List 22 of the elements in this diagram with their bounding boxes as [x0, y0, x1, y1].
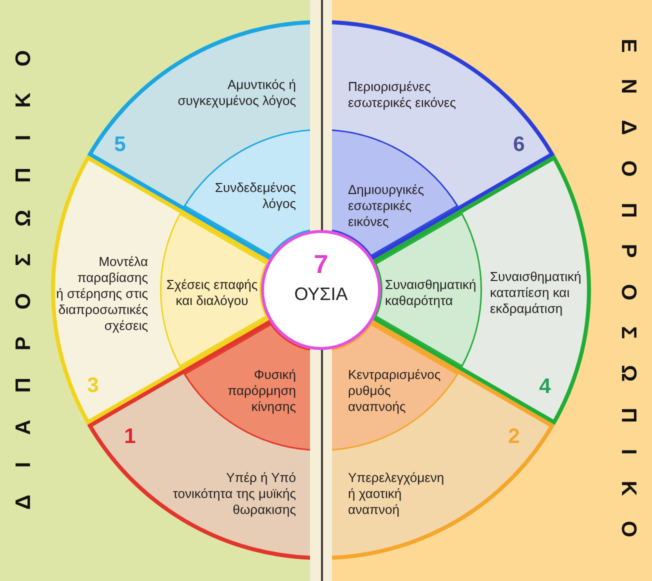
inner-label: Σχέσεις επαφής και διαλόγου	[166, 277, 258, 309]
inner-label: Συνδεδεμένος λόγος	[215, 180, 296, 212]
sector-label: Αμυντικός ή συγκεχυμένος λόγος	[178, 77, 296, 109]
side-heading: ΕΝΔΟΠΡΟΣΩΠΙΚΟ	[617, 38, 640, 564]
sector-label: Περιορισμένες εσωτερικές εικόνες	[348, 79, 456, 111]
side-heading: ΔΙΑΠΡΟΣΩΠΙΚΟ	[12, 23, 35, 510]
sector-number: 1	[124, 425, 136, 449]
inner-label: Φυσική παρόρμηση κίνησης	[228, 367, 296, 415]
center-label: ΟΥΣΙΑ	[294, 284, 348, 304]
sector-number: 5	[114, 133, 126, 157]
sector-number: 4	[539, 375, 551, 399]
sector-label: Μοντέλα παραβίασης ή στέρησης στις διαπροσωπικές σχέσεις	[56, 254, 148, 334]
inner-label: Συναισθηματική καθαρότητα	[385, 277, 476, 309]
sector-number: 6	[513, 133, 525, 157]
sector-label: Υπέρ ή Υπό τονικότητα της μυϊκής θωρακισης	[172, 470, 296, 518]
center-number: 7	[314, 252, 328, 276]
sector-label: Υπερελεγχόμενη ή χαοτική αναπνοή	[348, 470, 444, 518]
sector-number: 3	[87, 374, 99, 398]
inner-label: Δημιουργικές εσωτερικές εικόνες	[348, 182, 424, 230]
sector-number: 2	[508, 425, 520, 449]
inner-label: Κεντραρισμένος ρυθμός αναπνοής	[348, 367, 441, 415]
sector-label: Συναισθηματική καταπίεση και εκδραμάτιση	[490, 269, 582, 317]
